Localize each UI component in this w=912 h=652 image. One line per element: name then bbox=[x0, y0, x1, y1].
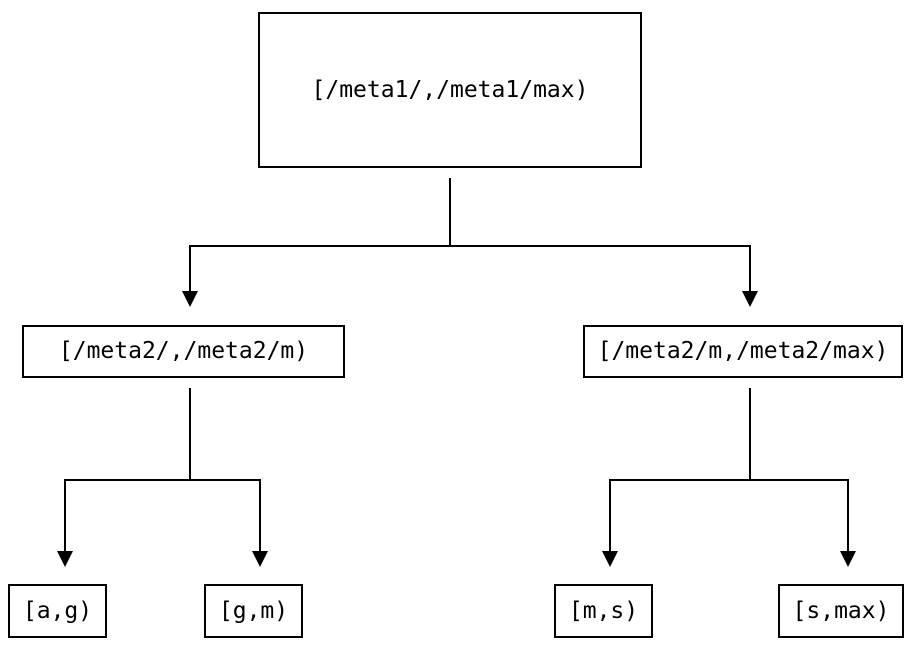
arrow-down-icon bbox=[182, 291, 198, 307]
tree-node-root: [/meta1/,/meta1/max) bbox=[258, 12, 642, 168]
arrow-down-icon bbox=[602, 551, 618, 567]
tree-leaf-ms: [m,s) bbox=[554, 584, 653, 638]
tree-node-label: [g,m) bbox=[218, 597, 289, 624]
tree-leaf-smax: [s,max) bbox=[778, 584, 904, 638]
arrow-down-icon bbox=[840, 551, 856, 567]
tree-node-label: [m,s) bbox=[568, 597, 639, 624]
tree-node-label: [/meta2/,/meta2/m) bbox=[58, 338, 309, 364]
arrow-down-icon bbox=[57, 551, 73, 567]
tree-node-meta2-high: [/meta2/m,/meta2/max) bbox=[583, 325, 903, 378]
tree-node-label: [/meta1/,/meta1/max) bbox=[311, 76, 589, 103]
tree-node-meta2-low: [/meta2/,/meta2/m) bbox=[22, 325, 345, 378]
tree-node-label: [a,g) bbox=[22, 597, 93, 624]
tree-node-label: [s,max) bbox=[792, 597, 890, 624]
tree-node-label: [/meta2/m,/meta2/max) bbox=[597, 338, 889, 364]
arrow-down-icon bbox=[252, 551, 268, 567]
arrow-down-icon bbox=[742, 291, 758, 307]
tree-leaf-gm: [g,m) bbox=[204, 584, 303, 638]
tree-leaf-ag: [a,g) bbox=[8, 584, 107, 638]
